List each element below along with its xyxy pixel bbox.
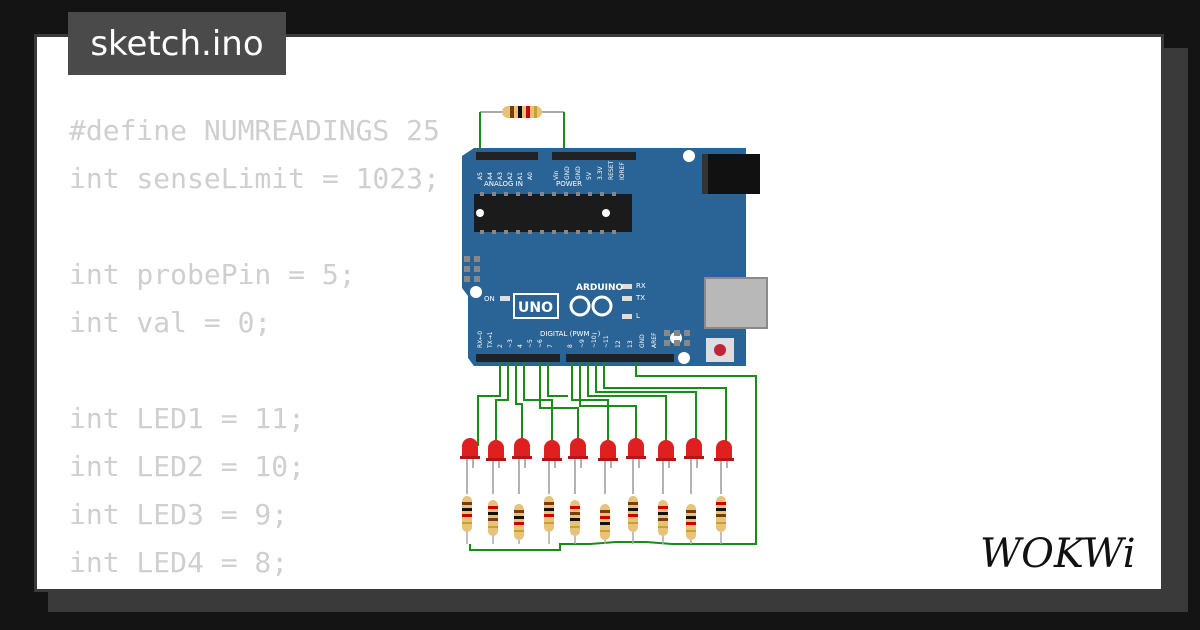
wokwi-logo: WOKWi: [980, 531, 1136, 577]
red-led: [684, 438, 704, 494]
board-brand-label: ARDUINO: [576, 283, 624, 293]
pin-label: ~5: [527, 339, 534, 348]
code-line: int LED2 = 10;: [69, 450, 306, 483]
led-resistor: [514, 504, 524, 544]
power-header-label: POWER: [556, 180, 582, 188]
pin-label: 4: [517, 344, 524, 348]
led-resistor: [462, 496, 472, 544]
led-resistor: [570, 500, 580, 544]
led-resistor: [488, 500, 498, 544]
red-led: [626, 438, 646, 494]
pin-label: 3.3V: [597, 165, 604, 180]
led-row: [460, 438, 734, 544]
led-resistor: [716, 496, 726, 544]
wires: [469, 362, 757, 551]
top-resistor: [480, 106, 564, 118]
pin-label: GND: [564, 166, 571, 180]
red-led: [460, 438, 480, 494]
pin-label: A4: [487, 172, 494, 180]
pin-label: ~9: [579, 339, 586, 348]
code-line: int senseLimit = 1023;: [69, 162, 440, 195]
code-line: int LED4 = 8;: [69, 546, 289, 579]
pin-label: TX→1: [487, 331, 494, 349]
code-line: #define NUMREADINGS 25: [69, 114, 440, 147]
red-led: [656, 440, 676, 494]
pin-label: 2: [497, 344, 504, 348]
pin-label: ~6: [537, 339, 544, 348]
digital-header-label: DIGITAL (PWM ~): [540, 330, 601, 338]
led-resistor: [658, 500, 668, 544]
pin-label: RESET: [608, 160, 615, 180]
pin-label: ~3: [507, 339, 514, 348]
tx-led-label: TX: [635, 294, 645, 302]
red-led: [542, 440, 562, 494]
pin-label: A3: [497, 172, 504, 180]
pin-label: 5V: [586, 171, 593, 180]
pin-label: GND: [639, 334, 646, 348]
pin-label: GND: [575, 166, 582, 180]
red-led: [568, 438, 588, 494]
pin-label: 7: [547, 344, 554, 348]
code-line: int LED5 = 7;: [69, 587, 440, 589]
pin-label: Vin: [553, 170, 560, 180]
pin-label: A2: [507, 172, 514, 180]
pin-label: 13: [627, 340, 634, 348]
arduino-uno-board: [462, 148, 768, 366]
code-line: int probePin = 5;: [69, 258, 356, 291]
led-resistor: [600, 504, 610, 544]
pin-label: AREF: [651, 332, 658, 348]
file-tab[interactable]: sketch.ino: [68, 12, 286, 75]
code-preview: #define NUMREADINGS 25 int senseLimit = 1…: [69, 107, 440, 589]
rx-led-label: RX: [636, 282, 646, 290]
led-resistor: [544, 496, 554, 544]
file-tab-label: sketch.ino: [90, 23, 264, 64]
circuit-diagram: ANALOG IN POWER UNO ARDUINO ON RX TX L D…: [460, 106, 768, 551]
led-resistor: [628, 496, 638, 544]
led-resistor: [686, 504, 696, 544]
board-model-label: UNO: [518, 300, 553, 316]
pin-label: A5: [477, 172, 484, 180]
code-line: [69, 347, 440, 395]
pin-label: ~10: [591, 335, 598, 348]
pin-label: 12: [615, 340, 622, 348]
analog-header-label: ANALOG IN: [484, 180, 523, 188]
pin-label: A0: [527, 172, 534, 180]
code-line: int LED1 = 11;: [69, 402, 306, 435]
pin-label: ~11: [603, 335, 610, 348]
l-led-label: L: [636, 312, 640, 320]
red-led: [512, 438, 532, 494]
red-led: [486, 440, 506, 494]
wokwi-logo-text: WOKWi: [980, 531, 1136, 577]
code-line: [69, 203, 440, 251]
red-led: [714, 440, 734, 494]
pin-label: A1: [517, 172, 524, 180]
pin-label: RX←0: [477, 331, 484, 348]
code-line: int val = 0;: [69, 306, 272, 339]
pin-label: 8: [567, 344, 574, 348]
red-led: [598, 440, 618, 494]
code-line: int LED3 = 9;: [69, 498, 289, 531]
on-led-label: ON: [484, 295, 495, 303]
pin-label: IOREF: [619, 162, 626, 180]
